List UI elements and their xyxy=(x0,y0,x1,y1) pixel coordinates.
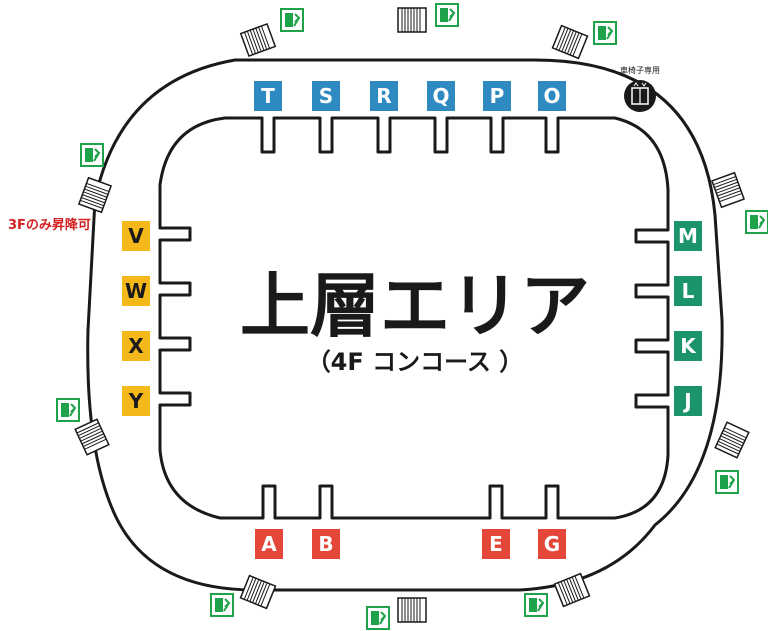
emergency-exit-icon xyxy=(56,398,80,422)
gate-label: W xyxy=(125,279,147,303)
gate-w: W xyxy=(122,276,150,306)
gate-label: J xyxy=(682,389,691,413)
area-title: 上層エリア xyxy=(240,265,590,347)
stairs-icon xyxy=(710,171,746,209)
gate-label: O xyxy=(543,84,560,108)
stairs-icon xyxy=(551,24,589,60)
gate-box xyxy=(312,81,340,111)
gate-e: E xyxy=(482,529,510,559)
gate-label: T xyxy=(261,84,275,108)
gate-j: J xyxy=(674,386,702,416)
gate-l: L xyxy=(674,276,702,306)
gate-box xyxy=(482,529,510,559)
gate-box xyxy=(255,529,283,559)
gate-box xyxy=(254,81,282,111)
stairs-icon xyxy=(239,574,277,610)
stairs-icon xyxy=(553,572,591,608)
gate-box xyxy=(312,529,340,559)
stairs-icon xyxy=(714,421,750,459)
gate-box xyxy=(674,331,702,361)
gate-box xyxy=(674,386,702,416)
emergency-exit-icon xyxy=(745,210,768,234)
gate-label: S xyxy=(319,84,333,108)
gate-s: S xyxy=(312,81,340,111)
emergency-exit-icon xyxy=(80,143,104,167)
gate-a: A xyxy=(255,529,283,559)
gate-k: K xyxy=(674,331,702,361)
gate-label: R xyxy=(376,84,391,108)
wheelchair-elevator-label: 車椅子専用 xyxy=(620,65,660,75)
gate-box xyxy=(122,221,150,251)
emergency-exit-icon xyxy=(435,3,459,27)
gate-box xyxy=(538,529,566,559)
gate-label: G xyxy=(544,532,560,556)
gate-box xyxy=(538,81,566,111)
stairs-icon xyxy=(397,7,427,33)
exits-layer xyxy=(56,3,768,630)
emergency-exit-icon xyxy=(593,21,617,45)
gate-label: P xyxy=(490,84,505,108)
emergency-exit-icon xyxy=(524,593,548,617)
gate-label: L xyxy=(682,279,695,303)
stairs-icon xyxy=(239,22,277,58)
gate-box xyxy=(122,386,150,416)
gate-o: O xyxy=(538,81,566,111)
stairs-layer xyxy=(74,7,750,623)
gate-q: Q xyxy=(427,81,455,111)
gate-box xyxy=(122,276,150,306)
stairs-icon xyxy=(77,176,113,214)
stairs-icon xyxy=(397,597,427,623)
gate-box xyxy=(674,276,702,306)
gate-g: G xyxy=(538,529,566,559)
gate-label: M xyxy=(678,224,698,248)
gate-label: Q xyxy=(432,84,449,108)
emergency-exit-icon xyxy=(280,8,304,32)
inner-area-outline xyxy=(158,116,670,520)
emergency-exit-icon xyxy=(366,606,390,630)
gate-box xyxy=(483,81,511,111)
wheelchair-elevator-icon: 車椅子専用 xyxy=(620,65,660,112)
stairs-icon xyxy=(74,418,110,456)
note-3f-only: 3Fのみ昇降可 xyxy=(8,217,91,233)
gate-label: X xyxy=(128,334,144,358)
gate-box xyxy=(370,81,398,111)
gate-label: A xyxy=(261,532,277,556)
gate-label: Y xyxy=(128,389,144,413)
gate-label: V xyxy=(128,224,144,248)
gate-r: R xyxy=(370,81,398,111)
gate-y: Y xyxy=(122,386,150,416)
gate-label: E xyxy=(489,532,503,556)
gate-box xyxy=(427,81,455,111)
gates-layer: T S R Q P O M L K J V W X Y A B E G xyxy=(122,81,702,559)
gate-p: P xyxy=(483,81,511,111)
gate-v: V xyxy=(122,221,150,251)
gate-b: B xyxy=(312,529,340,559)
gate-box xyxy=(674,221,702,251)
gate-label: B xyxy=(318,532,333,556)
gate-label: K xyxy=(680,334,697,358)
area-subtitle: （4F コンコース ） xyxy=(307,348,524,376)
gate-x: X xyxy=(122,331,150,361)
emergency-exit-icon xyxy=(210,593,234,617)
emergency-exit-icon xyxy=(715,470,739,494)
gate-m: M xyxy=(674,221,702,251)
gate-t: T xyxy=(254,81,282,111)
gate-box xyxy=(122,331,150,361)
